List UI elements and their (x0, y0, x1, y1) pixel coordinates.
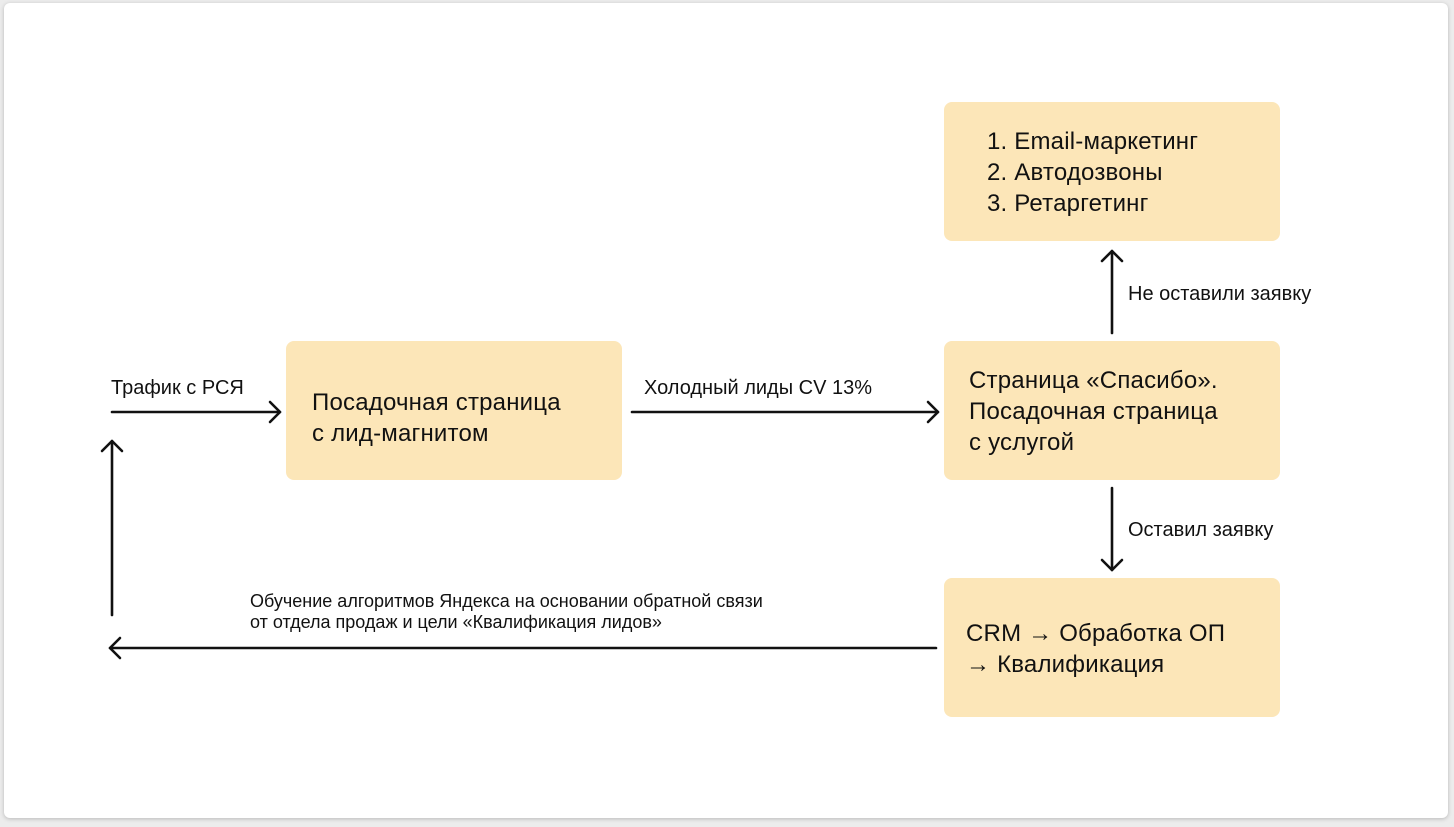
label-request: Оставил заявку (1128, 519, 1274, 541)
crm-box-line-2: → Квалификация (966, 651, 1165, 678)
thanks-box-line-2: Посадочная страница (969, 398, 1218, 425)
arrow-thanks-to-nurture (1100, 249, 1124, 335)
arrow-thanks-to-crm (1100, 486, 1124, 572)
thanks-box-line-1: Страница «Спасибо». (969, 367, 1218, 394)
nurture-item-autodial: 2. Автодозвоны (987, 159, 1163, 186)
arrow-feedback-up (100, 439, 124, 617)
label-feedback-line-1: Обучение алгоритмов Яндекса на основании… (250, 591, 763, 611)
landing-page-box: Посадочная страница с лид-магнитом (286, 341, 622, 480)
arrow-crm-feedback-left (108, 636, 938, 660)
landing-box-line-2: с лид-магнитом (312, 420, 489, 447)
nurture-channels-box: 1. Email-маркетинг 2. Автодозвоны 3. Рет… (944, 102, 1280, 241)
thanks-box-line-3: с услугой (969, 429, 1075, 456)
label-feedback: Обучение алгоритмов Яндекса на основании… (250, 591, 763, 633)
crm-box: CRM → Обработка ОП → Квалификация (944, 578, 1280, 717)
arrow-landing-to-thanks (630, 400, 940, 424)
landing-box-line-1: Посадочная страница (312, 389, 561, 416)
label-no-request: Не оставили заявку (1128, 283, 1312, 305)
arrow-traffic-to-landing (110, 400, 282, 424)
label-feedback-line-2: от отдела продаж и цели «Квалификация ли… (250, 612, 662, 632)
label-cold-leads: Холодный лиды CV 13% (644, 377, 873, 399)
nurture-item-retargeting: 3. Ретаргетинг (987, 190, 1149, 217)
crm-box-line-1: CRM → Обработка ОП (966, 620, 1226, 647)
label-traffic: Трафик с РСЯ (111, 377, 244, 399)
thanks-page-box: Страница «Спасибо». Посадочная страница … (944, 341, 1280, 480)
nurture-item-email: 1. Email-маркетинг (987, 128, 1199, 155)
